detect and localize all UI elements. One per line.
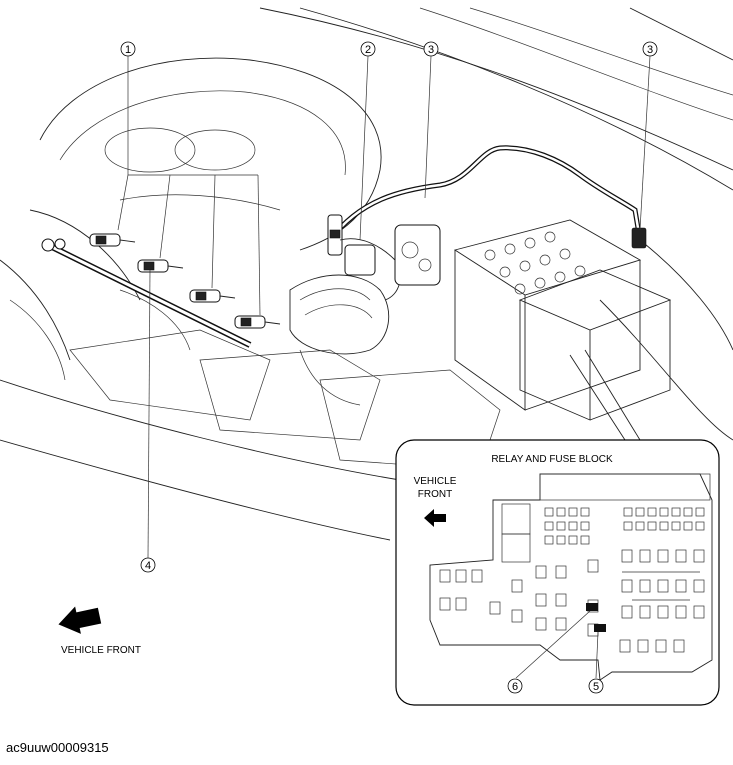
fuse-5 <box>594 624 606 632</box>
callout-1: 1 <box>117 41 261 316</box>
svg-text:1: 1 <box>125 44 131 56</box>
fuel-injectors <box>89 233 281 329</box>
callout-4: 4 <box>140 269 156 573</box>
svg-text:3: 3 <box>428 44 434 56</box>
vehicle-front-arrow-icon <box>58 606 102 634</box>
battery <box>453 219 642 411</box>
callout-6: 6 <box>507 610 591 694</box>
vehicle-front-label: VEHICLE FRONT <box>61 645 141 656</box>
vehicle-front-indicator: VEHICLE FRONT <box>58 606 141 656</box>
fuel-pump-assembly <box>327 214 441 301</box>
callout-3-left: 3 <box>423 41 439 199</box>
inset-vehicle-front-line1: VEHICLE <box>414 476 457 487</box>
fuse-6 <box>586 603 598 611</box>
svg-text:5: 5 <box>593 681 599 693</box>
fuel-hose <box>328 145 647 249</box>
callout-3-right: 3 <box>639 41 658 231</box>
callout-5: 5 <box>588 631 604 694</box>
inset-vehicle-front-line2: FRONT <box>418 489 452 500</box>
arrow-left-icon <box>424 509 446 527</box>
callout-2: 2 <box>359 41 376 241</box>
svg-text:4: 4 <box>145 560 151 572</box>
inset-title: RELAY AND FUSE BLOCK <box>491 454 613 465</box>
figure-id: ac9uuw00009315 <box>6 740 109 755</box>
inset-leader <box>569 349 641 441</box>
fuse-row-top <box>544 507 705 545</box>
svg-text:3: 3 <box>647 44 653 56</box>
fuel-rail <box>41 238 252 348</box>
relay-box <box>518 269 672 421</box>
relay-fuse-inset: RELAY AND FUSE BLOCK VEHICLE FRONT <box>395 439 720 706</box>
svg-text:6: 6 <box>512 681 518 693</box>
svg-text:2: 2 <box>365 44 371 56</box>
relay-rows <box>439 549 705 653</box>
